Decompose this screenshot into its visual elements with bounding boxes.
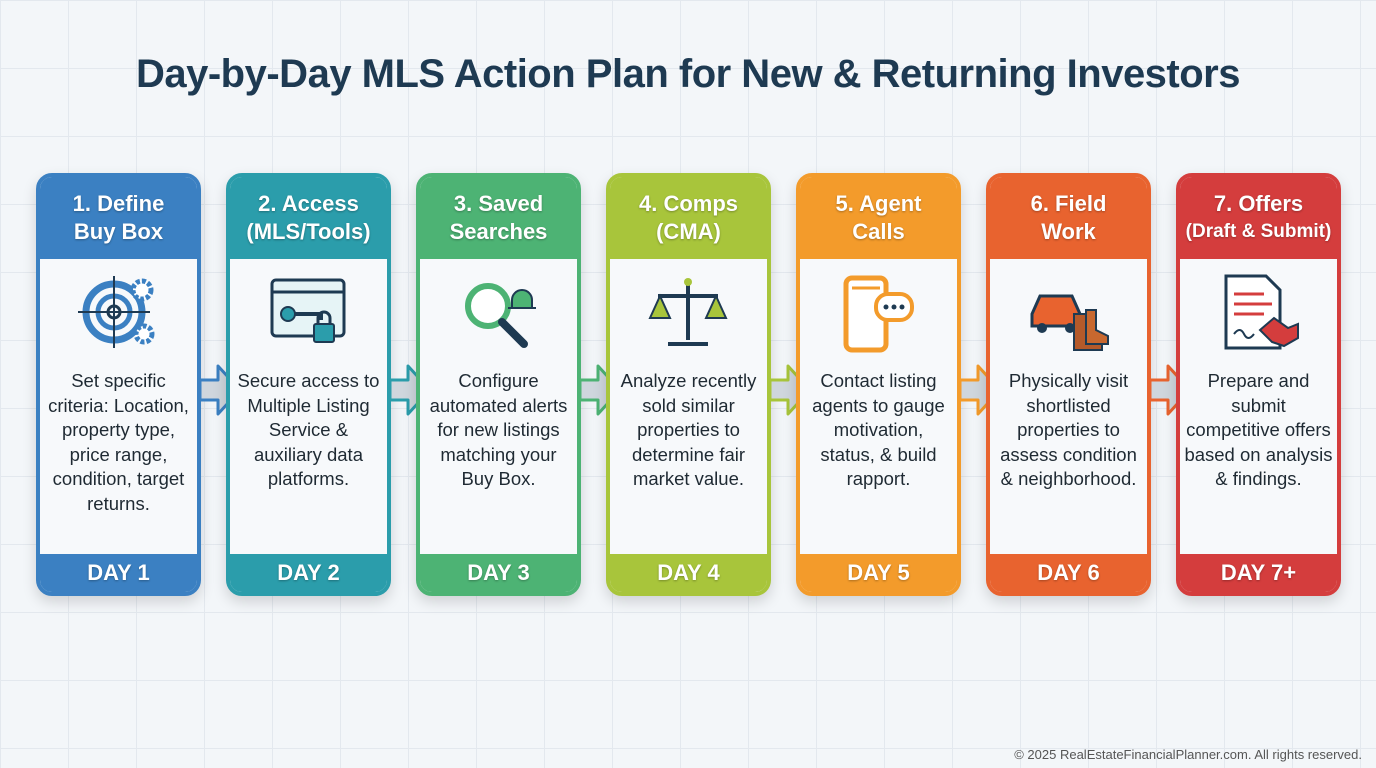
step-description: Physically visit shortlisted properties … xyxy=(1000,370,1137,489)
step-title: 2. Access (MLS/Tools) xyxy=(230,177,387,259)
step-card: 7. Offers (Draft & Submit) Prepare and su… xyxy=(1176,173,1341,596)
day-label: DAY 4 xyxy=(610,554,767,592)
step-title-line1: 1. Define xyxy=(72,191,165,216)
step-description: Set specific criteria: Location, propert… xyxy=(48,370,189,514)
step-title-line1: 4. Comps xyxy=(638,191,739,216)
step-description: Prepare and submit competitive offers ba… xyxy=(1184,370,1333,489)
step-title-line1: 2. Access xyxy=(258,191,359,216)
day-label: DAY 1 xyxy=(40,554,197,592)
step-title: 4. Comps (CMA) xyxy=(610,177,767,259)
step-card: 2. Access (MLS/Tools) Secure access to Mu… xyxy=(226,173,391,596)
day-label: DAY 3 xyxy=(420,554,577,592)
scale-chart-icon xyxy=(610,259,767,369)
step-description: Analyze recently sold similar properties… xyxy=(620,370,757,489)
day-label: DAY 7+ xyxy=(1180,554,1337,592)
step-description: Secure access to Multiple Listing Servic… xyxy=(237,370,380,489)
step-title-line1: 3. Saved xyxy=(453,191,544,216)
step-title-line2: Buy Box xyxy=(73,219,164,244)
document-handshake-icon xyxy=(1180,259,1337,369)
copyright: © 2025 RealEstateFinancialPlanner.com. A… xyxy=(1014,747,1362,762)
step-title-line1: 5. Agent xyxy=(835,191,922,216)
browser-key-lock-icon xyxy=(230,259,387,369)
step-description: Contact listing agents to gauge motivati… xyxy=(812,370,945,489)
step-description: Configure automated alerts for new listi… xyxy=(429,370,568,489)
step-title-line2: (MLS/Tools) xyxy=(246,219,371,244)
step-title-line2: (Draft & Submit) xyxy=(1185,221,1332,242)
step-card: 4. Comps (CMA) Analyze recently sold simi… xyxy=(606,173,771,596)
step-title-line1: 7. Offers xyxy=(1213,191,1304,216)
phone-chat-icon xyxy=(800,259,957,369)
day-label: DAY 5 xyxy=(800,554,957,592)
search-bell-icon xyxy=(420,259,577,369)
page-title: Day-by-Day MLS Action Plan for New & Ret… xyxy=(135,52,1241,96)
step-title-line2: Searches xyxy=(449,219,548,244)
car-boots-icon xyxy=(990,259,1147,369)
step-title-line2: Calls xyxy=(852,219,905,244)
target-gears-icon xyxy=(40,259,197,369)
day-label: DAY 2 xyxy=(230,554,387,592)
day-label: DAY 6 xyxy=(990,554,1147,592)
step-title: 7. Offers (Draft & Submit) xyxy=(1180,177,1337,259)
step-title-line1: 6. Field xyxy=(1030,191,1107,216)
step-title-line2: Work xyxy=(1041,219,1096,244)
step-title-line2: (CMA) xyxy=(656,219,721,244)
